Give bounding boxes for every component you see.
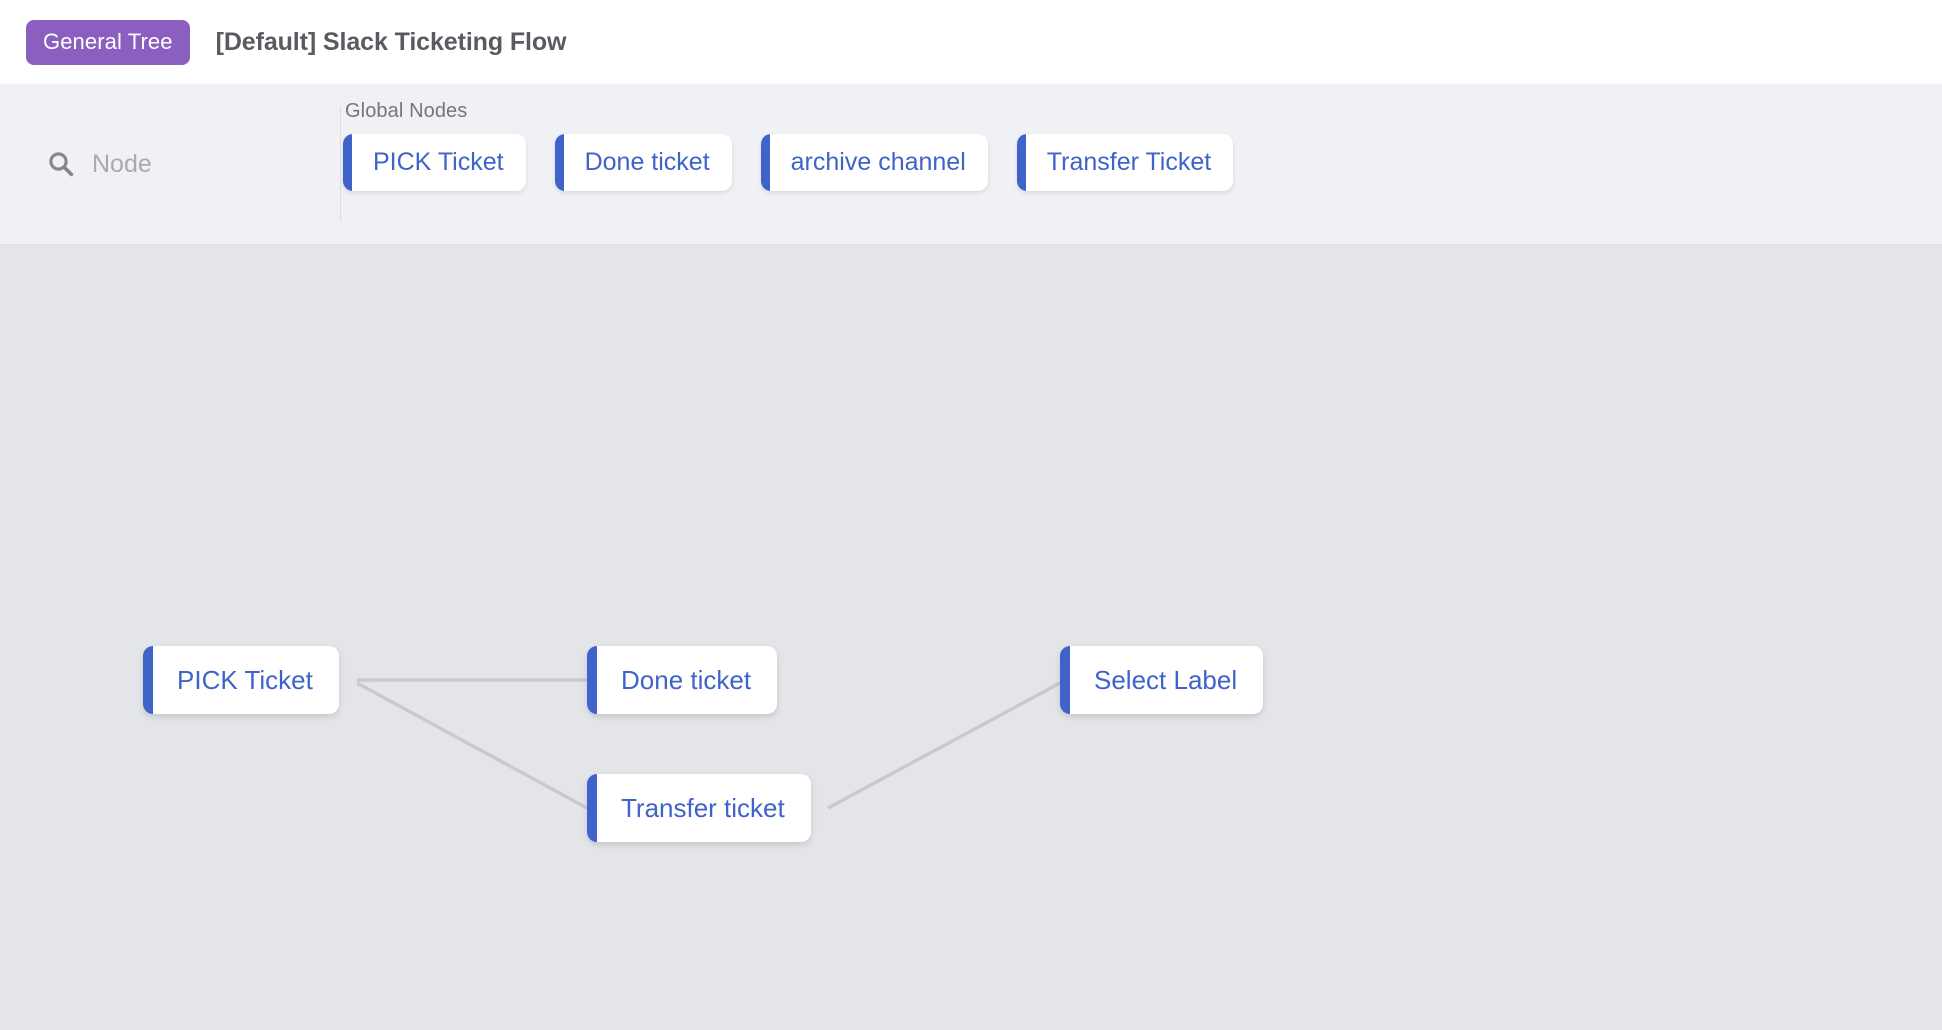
canvas-node-label: Done ticket bbox=[621, 664, 752, 695]
global-node-chip-label: PICK Ticket bbox=[373, 148, 504, 176]
global-nodes-section: Global Nodes PICK Ticket Done ticket arc… bbox=[340, 84, 1942, 191]
node-accent-bar-icon bbox=[554, 134, 564, 191]
node-accent-bar-icon bbox=[1016, 134, 1026, 191]
node-toolbar: Global Nodes PICK Ticket Done ticket arc… bbox=[0, 84, 1942, 245]
search-icon bbox=[46, 149, 76, 179]
node-accent-bar-icon bbox=[343, 134, 352, 191]
node-accent-bar-icon bbox=[760, 134, 770, 191]
global-node-chip-label: archive channel bbox=[790, 148, 966, 176]
canvas-node-pick-ticket[interactable]: PICK Ticket bbox=[143, 646, 339, 714]
canvas-node-label: PICK Ticket bbox=[177, 664, 313, 695]
global-nodes-list: PICK Ticket Done ticket archive channel … bbox=[343, 134, 1942, 191]
canvas-node-label: Transfer ticket bbox=[621, 792, 785, 823]
global-node-chip-transfer-ticket[interactable]: Transfer Ticket bbox=[1016, 134, 1234, 191]
node-search-area bbox=[0, 84, 340, 244]
canvas-node-transfer-ticket[interactable]: Transfer ticket bbox=[587, 774, 811, 842]
global-node-chip-label: Done ticket bbox=[584, 148, 710, 176]
canvas-node-label: Select Label bbox=[1094, 664, 1238, 695]
node-accent-bar-icon bbox=[587, 646, 597, 714]
search-input[interactable] bbox=[92, 149, 302, 179]
flow-edges bbox=[356, 678, 1061, 810]
edge-transfer-ticket-to-select-label bbox=[827, 681, 1061, 810]
node-accent-bar-icon bbox=[1060, 646, 1070, 714]
global-node-chip-label: Transfer Ticket bbox=[1046, 148, 1212, 176]
node-accent-bar-icon bbox=[587, 774, 597, 842]
global-node-chip-done-ticket[interactable]: Done ticket bbox=[554, 134, 732, 191]
toolbar-divider bbox=[340, 106, 341, 221]
flow-canvas[interactable]: PICK Ticket Done ticket Select Label Tra… bbox=[0, 245, 1942, 1030]
canvas-node-done-ticket[interactable]: Done ticket bbox=[587, 646, 778, 714]
canvas-node-select-label[interactable]: Select Label bbox=[1060, 646, 1264, 714]
global-nodes-label: Global Nodes bbox=[345, 100, 468, 122]
node-accent-bar-icon bbox=[143, 646, 153, 714]
app-header: General Tree [Default] Slack Ticketing F… bbox=[0, 0, 1942, 84]
global-node-chip-pick-ticket[interactable]: PICK Ticket bbox=[343, 134, 526, 191]
general-tree-badge[interactable]: General Tree bbox=[26, 19, 190, 65]
page-title: [Default] Slack Ticketing Flow bbox=[215, 27, 567, 56]
global-node-chip-archive-channel[interactable]: archive channel bbox=[760, 134, 988, 191]
edge-pick-ticket-to-transfer-ticket bbox=[356, 681, 588, 810]
